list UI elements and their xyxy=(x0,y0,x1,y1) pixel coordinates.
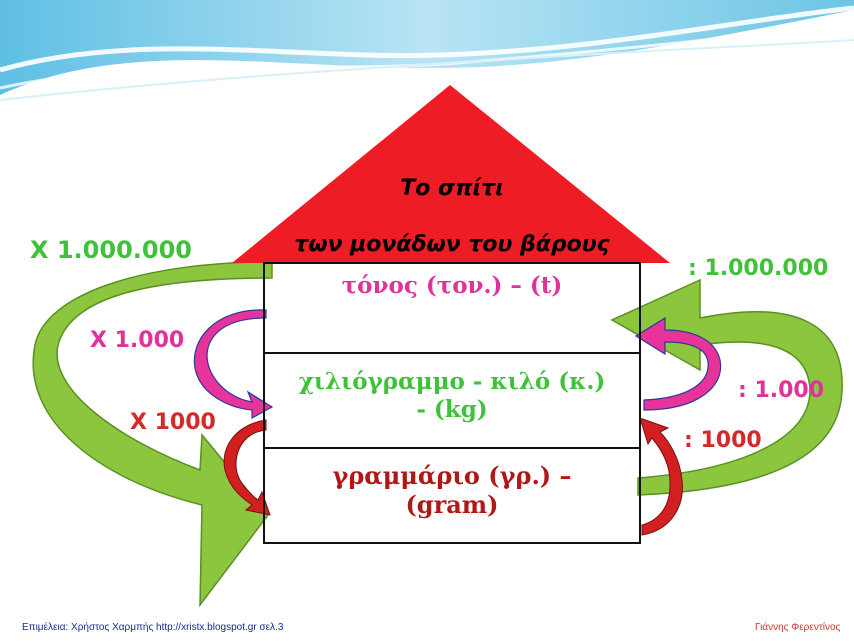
room-ton-label: τόνος (τον.) – (t) xyxy=(341,272,563,299)
footer-author: Γιάννης Φερεντίνος xyxy=(755,622,841,633)
label-kg-to-gram: X 1000 xyxy=(130,410,216,435)
label-gram-to-ton: : 1.000.000 xyxy=(688,256,829,281)
room-kg: χιλιόγραμμο - κιλό (κ.) - (kg) xyxy=(264,368,640,423)
roof-title-line1: Το σπίτι xyxy=(400,176,504,201)
room-kg-line1: χιλιόγραμμο - κιλό (κ.) xyxy=(298,368,606,395)
room-gram: γραμμάριο (γρ.) – (gram) xyxy=(264,461,640,520)
room-ton: τόνος (τον.) – (t) xyxy=(264,272,640,300)
label-ton-to-gram: X 1.000.000 xyxy=(30,236,192,264)
wave-decoration xyxy=(0,0,854,101)
label-gram-to-kg: : 1000 xyxy=(684,428,762,453)
roof-title-line2: των μονάδων του βάρους xyxy=(294,232,610,257)
room-gram-line1: γραμμάριο (γρ.) – xyxy=(332,461,572,490)
room-kg-line2: - (kg) xyxy=(416,395,488,423)
label-ton-to-kg: X 1.000 xyxy=(90,328,185,353)
room-gram-line2: (gram) xyxy=(405,489,499,519)
label-kg-to-ton: : 1.000 xyxy=(738,378,825,403)
footer-credit: Επιμέλεια: Χρήστος Χαρμπής http://xristx… xyxy=(22,622,284,633)
